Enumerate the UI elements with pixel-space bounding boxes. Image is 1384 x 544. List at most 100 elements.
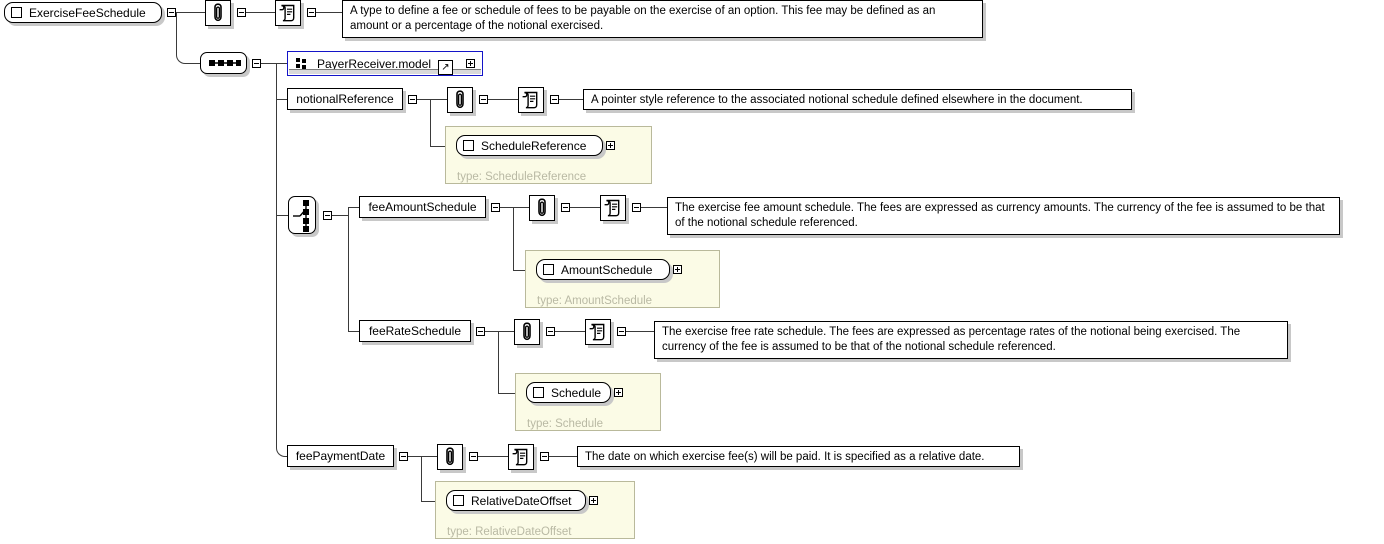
expand-toggle-PayerReceiver[interactable] — [466, 59, 475, 68]
collapse-toggle-feeRateSchedule-annotation[interactable] — [546, 327, 555, 336]
collapse-toggle-feeAmountSchedule-documentation[interactable] — [632, 203, 641, 212]
documentation-scroll-icon-feeAmountSchedule[interactable] — [600, 195, 626, 221]
element-box-notionalReference[interactable]: notionalReference — [287, 88, 403, 110]
collapse-toggle-root-documentation[interactable] — [307, 8, 316, 17]
goto-arrow-icon[interactable]: ↗ — [438, 60, 453, 75]
collapse-toggle-feePaymentDate[interactable] — [399, 452, 408, 461]
element-square-icon — [463, 140, 474, 151]
type-element-Schedule[interactable]: Schedule — [526, 382, 611, 403]
type-label-Schedule: type: Schedule — [527, 418, 604, 430]
annotation-paperclip-icon-feeAmountSchedule[interactable] — [529, 195, 555, 221]
collapse-toggle-choice[interactable] — [323, 211, 332, 220]
connector — [513, 207, 514, 270]
expand-toggle-ScheduleReference[interactable] — [606, 141, 615, 150]
collapse-toggle-feePaymentDate-annotation[interactable] — [469, 452, 478, 461]
connector — [276, 99, 287, 100]
connector — [559, 99, 583, 100]
connector — [641, 207, 667, 208]
connector — [488, 99, 518, 100]
type-element-AmountSchedule[interactable]: AmountSchedule — [536, 259, 670, 280]
collapse-toggle-sequence[interactable] — [252, 59, 261, 68]
connector — [190, 63, 202, 64]
connector — [421, 501, 435, 502]
element-label: feePaymentDate — [295, 449, 386, 463]
element-label: notionalReference — [296, 92, 394, 106]
connector — [430, 146, 445, 147]
connector — [261, 63, 287, 64]
collapse-toggle-feeRateSchedule-documentation[interactable] — [617, 327, 626, 336]
documentation-scroll-icon-root[interactable] — [275, 0, 301, 26]
type-element-RelativeDateOffset[interactable]: RelativeDateOffset — [446, 490, 586, 511]
choice-compositor[interactable] — [288, 196, 316, 234]
connector — [176, 12, 177, 52]
connector — [500, 207, 529, 208]
expand-toggle-RelativeDateOffset[interactable] — [589, 496, 598, 505]
connector-spine — [348, 207, 349, 332]
root-element-ExerciseFeeSchedule[interactable]: ExerciseFeeSchedule — [4, 2, 162, 23]
connector — [513, 270, 525, 271]
connector-spine — [276, 63, 277, 448]
element-square-icon — [453, 495, 464, 506]
connector — [176, 12, 205, 13]
connector — [498, 393, 515, 394]
sequence-compositor[interactable] — [200, 52, 247, 74]
element-box-feeRateSchedule[interactable]: feeRateSchedule — [359, 320, 471, 342]
element-box-feePaymentDate[interactable]: feePaymentDate — [287, 445, 394, 467]
collapse-toggle-root-annotation[interactable] — [237, 8, 246, 17]
connector — [549, 456, 577, 457]
documentation-text-notionalReference: A pointer style reference to the associa… — [583, 89, 1132, 110]
type-label-RelativeDateOffset: type: RelativeDateOffset — [447, 526, 572, 538]
collapse-toggle-root[interactable] — [167, 8, 176, 17]
connector — [626, 331, 654, 332]
connector — [332, 215, 348, 216]
documentation-text-feeRateSchedule: The exercise free rate schedule. The fee… — [654, 321, 1288, 359]
type-element-label: ScheduleReference — [481, 138, 587, 153]
connector-elbow — [276, 440, 290, 457]
element-label: feeAmountSchedule — [368, 200, 477, 214]
collapse-toggle-feeAmountSchedule[interactable] — [491, 203, 500, 212]
collapse-toggle-notionalReference[interactable] — [408, 95, 417, 104]
connector — [246, 12, 275, 13]
element-square-icon — [533, 387, 544, 398]
root-element-label: ExerciseFeeSchedule — [29, 5, 146, 20]
connector — [348, 331, 359, 332]
connector — [276, 215, 288, 216]
collapse-toggle-notionalReference-documentation[interactable] — [550, 95, 559, 104]
annotation-paperclip-icon-notionalReference[interactable] — [447, 87, 473, 113]
type-element-label: RelativeDateOffset — [471, 493, 572, 508]
annotation-paperclip-icon-root[interactable] — [205, 0, 231, 26]
documentation-text-feePaymentDate: The date on which exercise fee(s) will b… — [577, 446, 1020, 467]
connector — [485, 331, 514, 332]
annotation-paperclip-icon-feeRateSchedule[interactable] — [514, 319, 540, 345]
connector — [417, 99, 447, 100]
documentation-scroll-icon-notionalReference[interactable] — [518, 87, 544, 113]
expand-toggle-Schedule[interactable] — [614, 388, 623, 397]
element-square-icon — [543, 264, 554, 275]
annotation-paperclip-icon-feePaymentDate[interactable] — [437, 444, 463, 470]
connector-elbow — [176, 44, 191, 64]
documentation-scroll-icon-feeRateSchedule[interactable] — [585, 319, 611, 345]
connector — [408, 456, 437, 457]
connector — [555, 331, 585, 332]
element-box-feeAmountSchedule[interactable]: feeAmountSchedule — [359, 196, 486, 218]
type-element-label: AmountSchedule — [561, 262, 653, 277]
documentation-scroll-icon-feePaymentDate[interactable] — [508, 444, 534, 470]
type-label-ScheduleReference: type: ScheduleReference — [457, 171, 587, 183]
model-group-label: PayerReceiver.model — [317, 56, 432, 71]
model-group-underbar — [289, 69, 481, 74]
collapse-toggle-feeRateSchedule[interactable] — [476, 327, 485, 336]
connector — [421, 456, 422, 501]
expand-toggle-AmountSchedule[interactable] — [673, 265, 682, 274]
element-square-icon — [11, 7, 22, 18]
connector — [348, 207, 359, 208]
type-label-AmountSchedule: type: AmountSchedule — [537, 295, 653, 307]
connector — [498, 331, 499, 393]
model-group-ref-PayerReceiver[interactable]: PayerReceiver.model — [287, 51, 483, 76]
type-element-ScheduleReference[interactable]: ScheduleReference — [456, 135, 603, 156]
collapse-toggle-feeAmountSchedule-annotation[interactable] — [561, 203, 570, 212]
collapse-toggle-notionalReference-annotation[interactable] — [479, 95, 488, 104]
documentation-text-feeAmountSchedule: The exercise fee amount schedule. The fe… — [667, 197, 1340, 235]
documentation-text-root: A type to define a fee or schedule of fe… — [342, 0, 983, 38]
collapse-toggle-feePaymentDate-documentation[interactable] — [540, 452, 549, 461]
